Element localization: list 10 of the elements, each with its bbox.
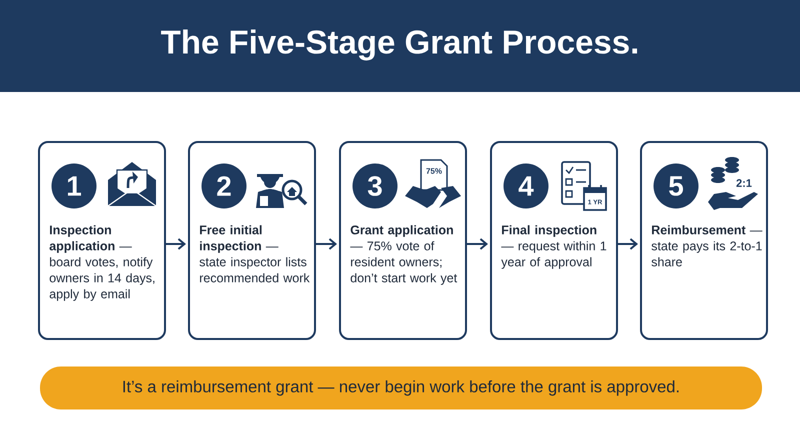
- icon-label: 75%: [426, 168, 442, 174]
- arrow: [316, 238, 337, 250]
- step-card: 2 Free initial inspection — state inspector lists recommended work: [188, 141, 316, 340]
- arrow: [467, 238, 488, 250]
- icon-label: 2:1: [736, 179, 752, 187]
- arrow: [166, 238, 186, 250]
- note-banner: It’s a reimbursement grant — never begin work before the grant is approved.: [40, 366, 762, 410]
- arrow: [618, 238, 638, 250]
- step-card: 1 Inspection application — board votes, notify owners in 14 days, apply by email: [38, 141, 166, 340]
- title-banner: The Five-Stage Grant Process.: [0, 0, 800, 92]
